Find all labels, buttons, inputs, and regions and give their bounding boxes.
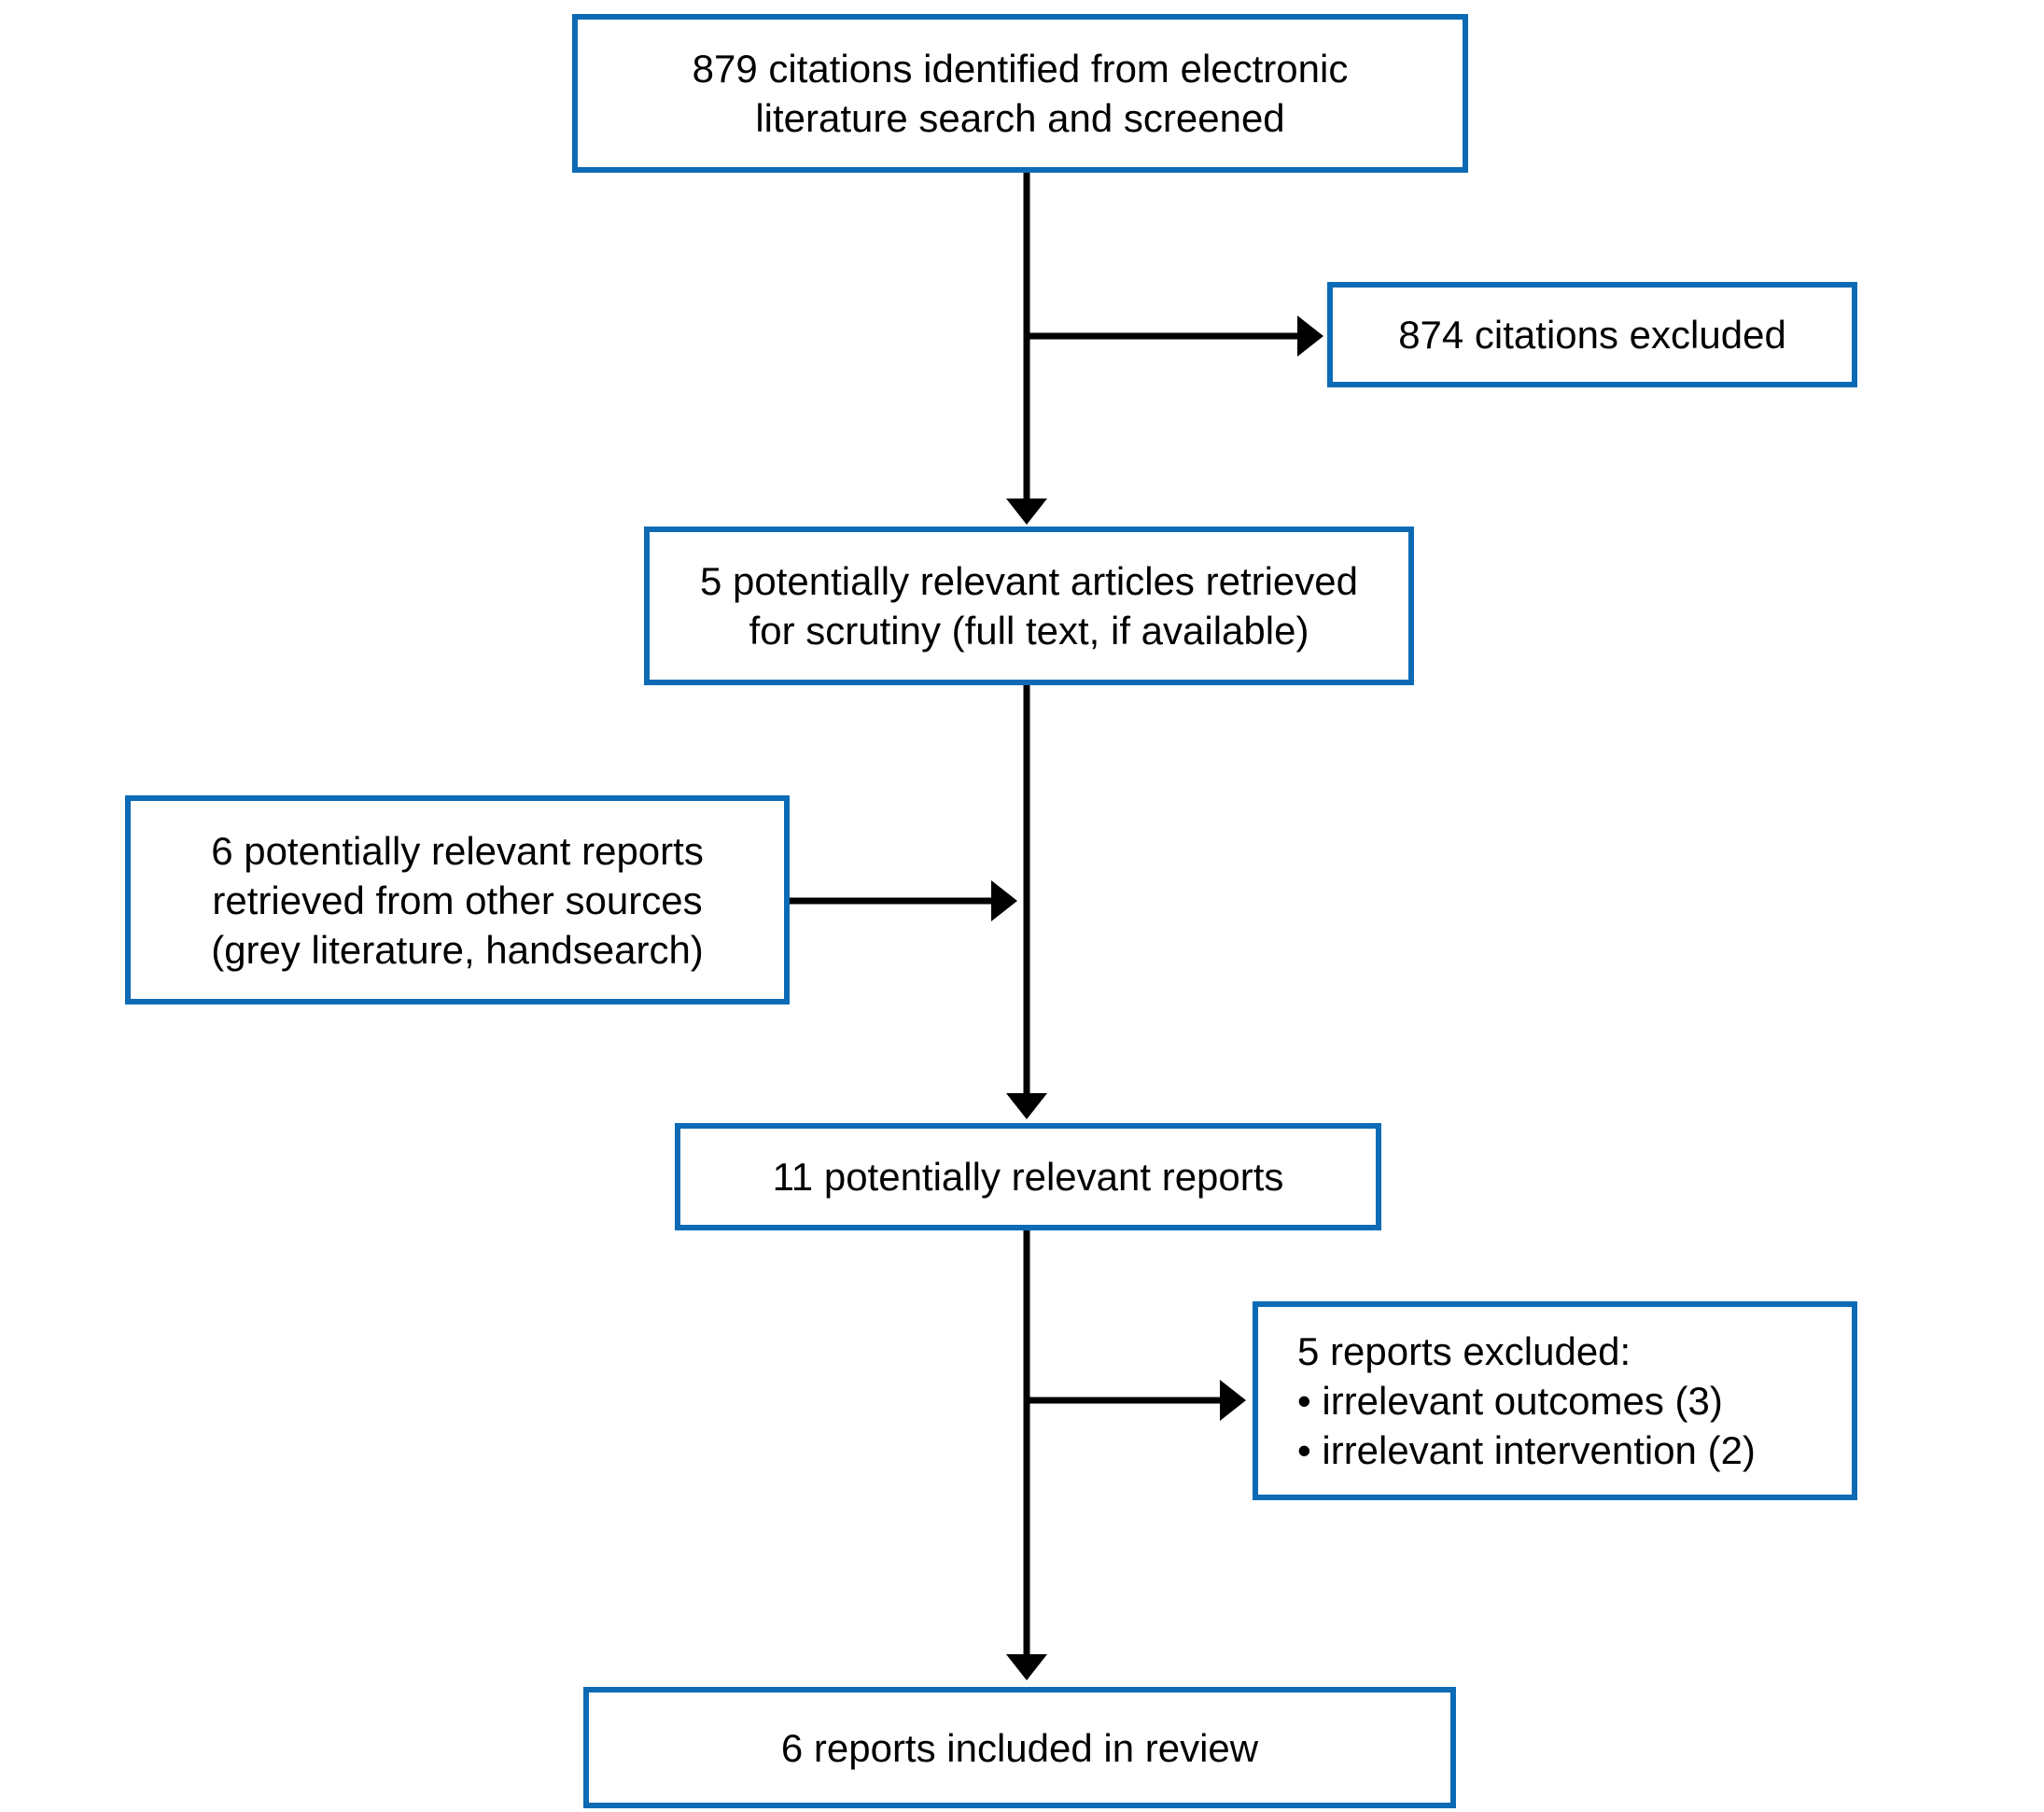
box-text-line: 874 citations excluded — [1398, 313, 1786, 357]
box-text-line: 879 citations identified from electronic — [692, 47, 1349, 91]
box-text-line: literature search and screened — [755, 96, 1285, 140]
box-text-line: 5 potentially relevant articles retrieve… — [699, 559, 1359, 603]
arrow-relevant-to-included — [1006, 1230, 1047, 1680]
box-included-in-review: 6 reports included in review — [583, 1687, 1456, 1808]
box-articles-retrieved: 5 potentially relevant articles retrieve… — [644, 527, 1414, 685]
arrow-retrieved-to-relevant — [1006, 685, 1047, 1119]
arrowhead-down-icon — [1006, 1654, 1047, 1680]
box-text-line: retrieved from other sources — [212, 878, 703, 922]
arrow-to-reports-excluded — [1027, 1380, 1246, 1421]
arrowhead-right-icon — [1297, 316, 1323, 357]
box-text-line: 5 reports excluded: — [1297, 1329, 1631, 1373]
box-other-sources: 6 potentially relevant reports retrieved… — [125, 795, 790, 1004]
arrow-identified-to-retrieved — [1006, 173, 1047, 525]
arrowhead-right-icon — [1220, 1380, 1246, 1421]
box-citations-identified: 879 citations identified from electronic… — [572, 14, 1468, 173]
arrowhead-down-icon — [1006, 499, 1047, 525]
arrow-to-citations-excluded — [1027, 316, 1323, 357]
box-text-line: for scrutiny (full text, if available) — [749, 609, 1309, 653]
box-text-line: • irrelevant intervention (2) — [1297, 1428, 1756, 1472]
box-relevant-reports: 11 potentially relevant reports — [675, 1123, 1381, 1230]
box-citations-excluded: 874 citations excluded — [1327, 282, 1857, 387]
box-text-line: 6 potentially relevant reports — [211, 828, 704, 873]
box-text-line: • irrelevant outcomes (3) — [1297, 1379, 1723, 1423]
box-text-line: (grey literature, handsearch) — [211, 927, 704, 972]
arrowhead-right-icon — [991, 880, 1017, 921]
box-text-line: 6 reports included in review — [780, 1725, 1259, 1770]
arrowhead-down-icon — [1006, 1093, 1047, 1119]
arrow-other-sources-to-relevant — [790, 880, 1017, 921]
box-reports-excluded: 5 reports excluded: • irrelevant outcome… — [1253, 1301, 1857, 1500]
box-text-line: 11 potentially relevant reports — [772, 1155, 1284, 1199]
